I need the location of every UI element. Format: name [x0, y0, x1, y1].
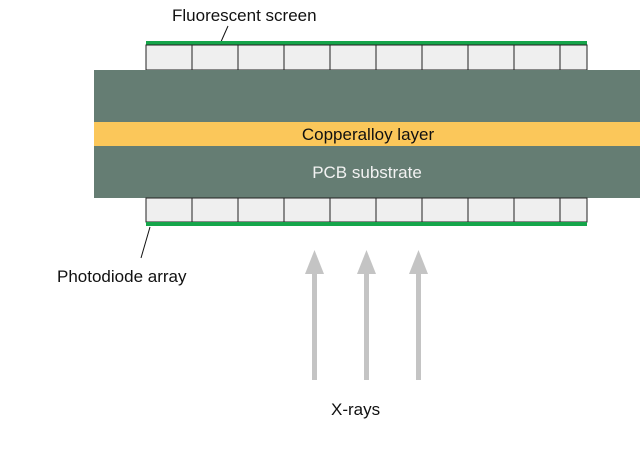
- substrate-top: [94, 70, 640, 122]
- bottom-cell: [329, 197, 377, 223]
- top-cell: [329, 44, 377, 71]
- copper-alloy-layer: [94, 122, 640, 146]
- xray-arrow-3: [409, 250, 428, 380]
- top-cell-row: [145, 44, 588, 71]
- xray-arrow-1: [305, 250, 324, 380]
- copper-alloy-layer-label: Copperalloy layer: [302, 125, 435, 144]
- fluorescent-screen-line: [146, 41, 587, 45]
- xray-arrows: [305, 250, 428, 380]
- bottom-cell: [283, 197, 331, 223]
- top-cell: [559, 44, 588, 71]
- top-cell: [467, 44, 515, 71]
- xray-arrow-2: [357, 250, 376, 380]
- xrays-label: X-rays: [331, 400, 380, 419]
- top-cell: [421, 44, 469, 71]
- bottom-cell: [421, 197, 469, 223]
- bottom-cell: [559, 197, 588, 223]
- photodiode-array-label: Photodiode array: [57, 267, 187, 286]
- bottom-cell: [375, 197, 423, 223]
- top-cell: [191, 44, 239, 71]
- top-cell: [283, 44, 331, 71]
- photodiode-array-line: [146, 222, 587, 226]
- top-cell: [145, 44, 193, 71]
- top-cell: [513, 44, 561, 71]
- pcb-substrate-label: PCB substrate: [312, 163, 422, 182]
- photodiode-array-leader: [140, 226, 151, 259]
- top-cell: [375, 44, 423, 71]
- bottom-cell-row: [145, 197, 588, 223]
- bottom-cell: [191, 197, 239, 223]
- bottom-cell: [237, 197, 285, 223]
- bottom-cell: [513, 197, 561, 223]
- bottom-cell: [467, 197, 515, 223]
- substrate-bottom: [94, 146, 640, 198]
- fluorescent-screen-label: Fluorescent screen: [172, 6, 317, 25]
- bottom-cell: [145, 197, 193, 223]
- top-cell: [237, 44, 285, 71]
